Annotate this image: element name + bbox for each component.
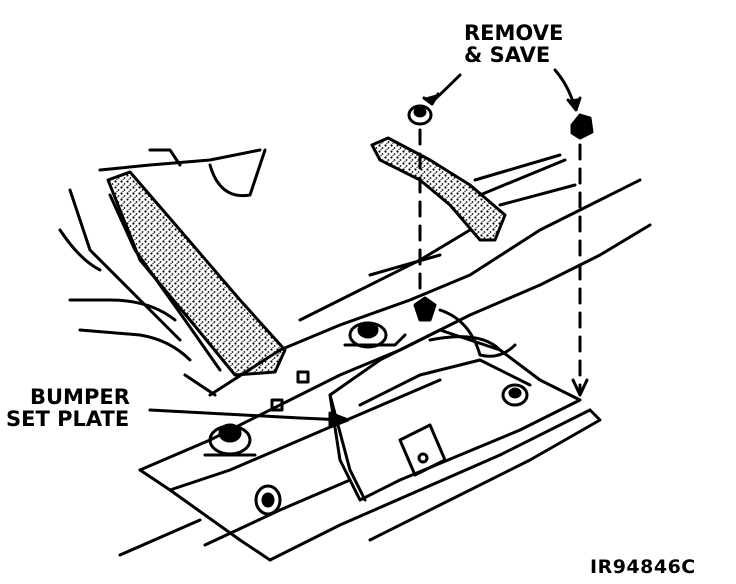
bumper-set-plate-label: BUMPER SET PLATE <box>6 386 130 430</box>
removed-nut <box>407 104 433 126</box>
plate-hole <box>417 452 429 464</box>
remove-and-save-label: REMOVE & SAVE <box>464 22 563 66</box>
removed-bolt <box>570 113 594 140</box>
rail-stud <box>413 296 517 358</box>
bumper-label-line1: BUMPER <box>30 385 130 409</box>
rail-bolt <box>343 321 407 349</box>
left-bumper-rail <box>106 170 287 377</box>
remove-arrow-right-head <box>566 96 582 112</box>
remove-label-line1: REMOVE <box>464 21 564 45</box>
bumper-leader-line <box>148 408 347 422</box>
vehicle-body-outline <box>58 148 267 397</box>
alignment-arrowhead <box>571 378 589 397</box>
plate-bolt <box>501 383 529 407</box>
plate-slot <box>270 398 284 412</box>
bumper-leader-arrowhead <box>328 411 350 429</box>
plate-slot <box>296 370 310 384</box>
bumper-set-plate <box>328 328 582 502</box>
bumper-label-line2: SET PLATE <box>6 407 130 432</box>
frame-rail <box>118 178 652 562</box>
remove-label-line2: & SAVE <box>464 43 551 68</box>
figure-id: IR94846C <box>590 556 696 578</box>
frame-bolt <box>254 484 282 516</box>
lower-bolt <box>203 423 257 457</box>
remove-arrow-left-head <box>422 92 440 106</box>
right-bracket <box>370 136 577 242</box>
